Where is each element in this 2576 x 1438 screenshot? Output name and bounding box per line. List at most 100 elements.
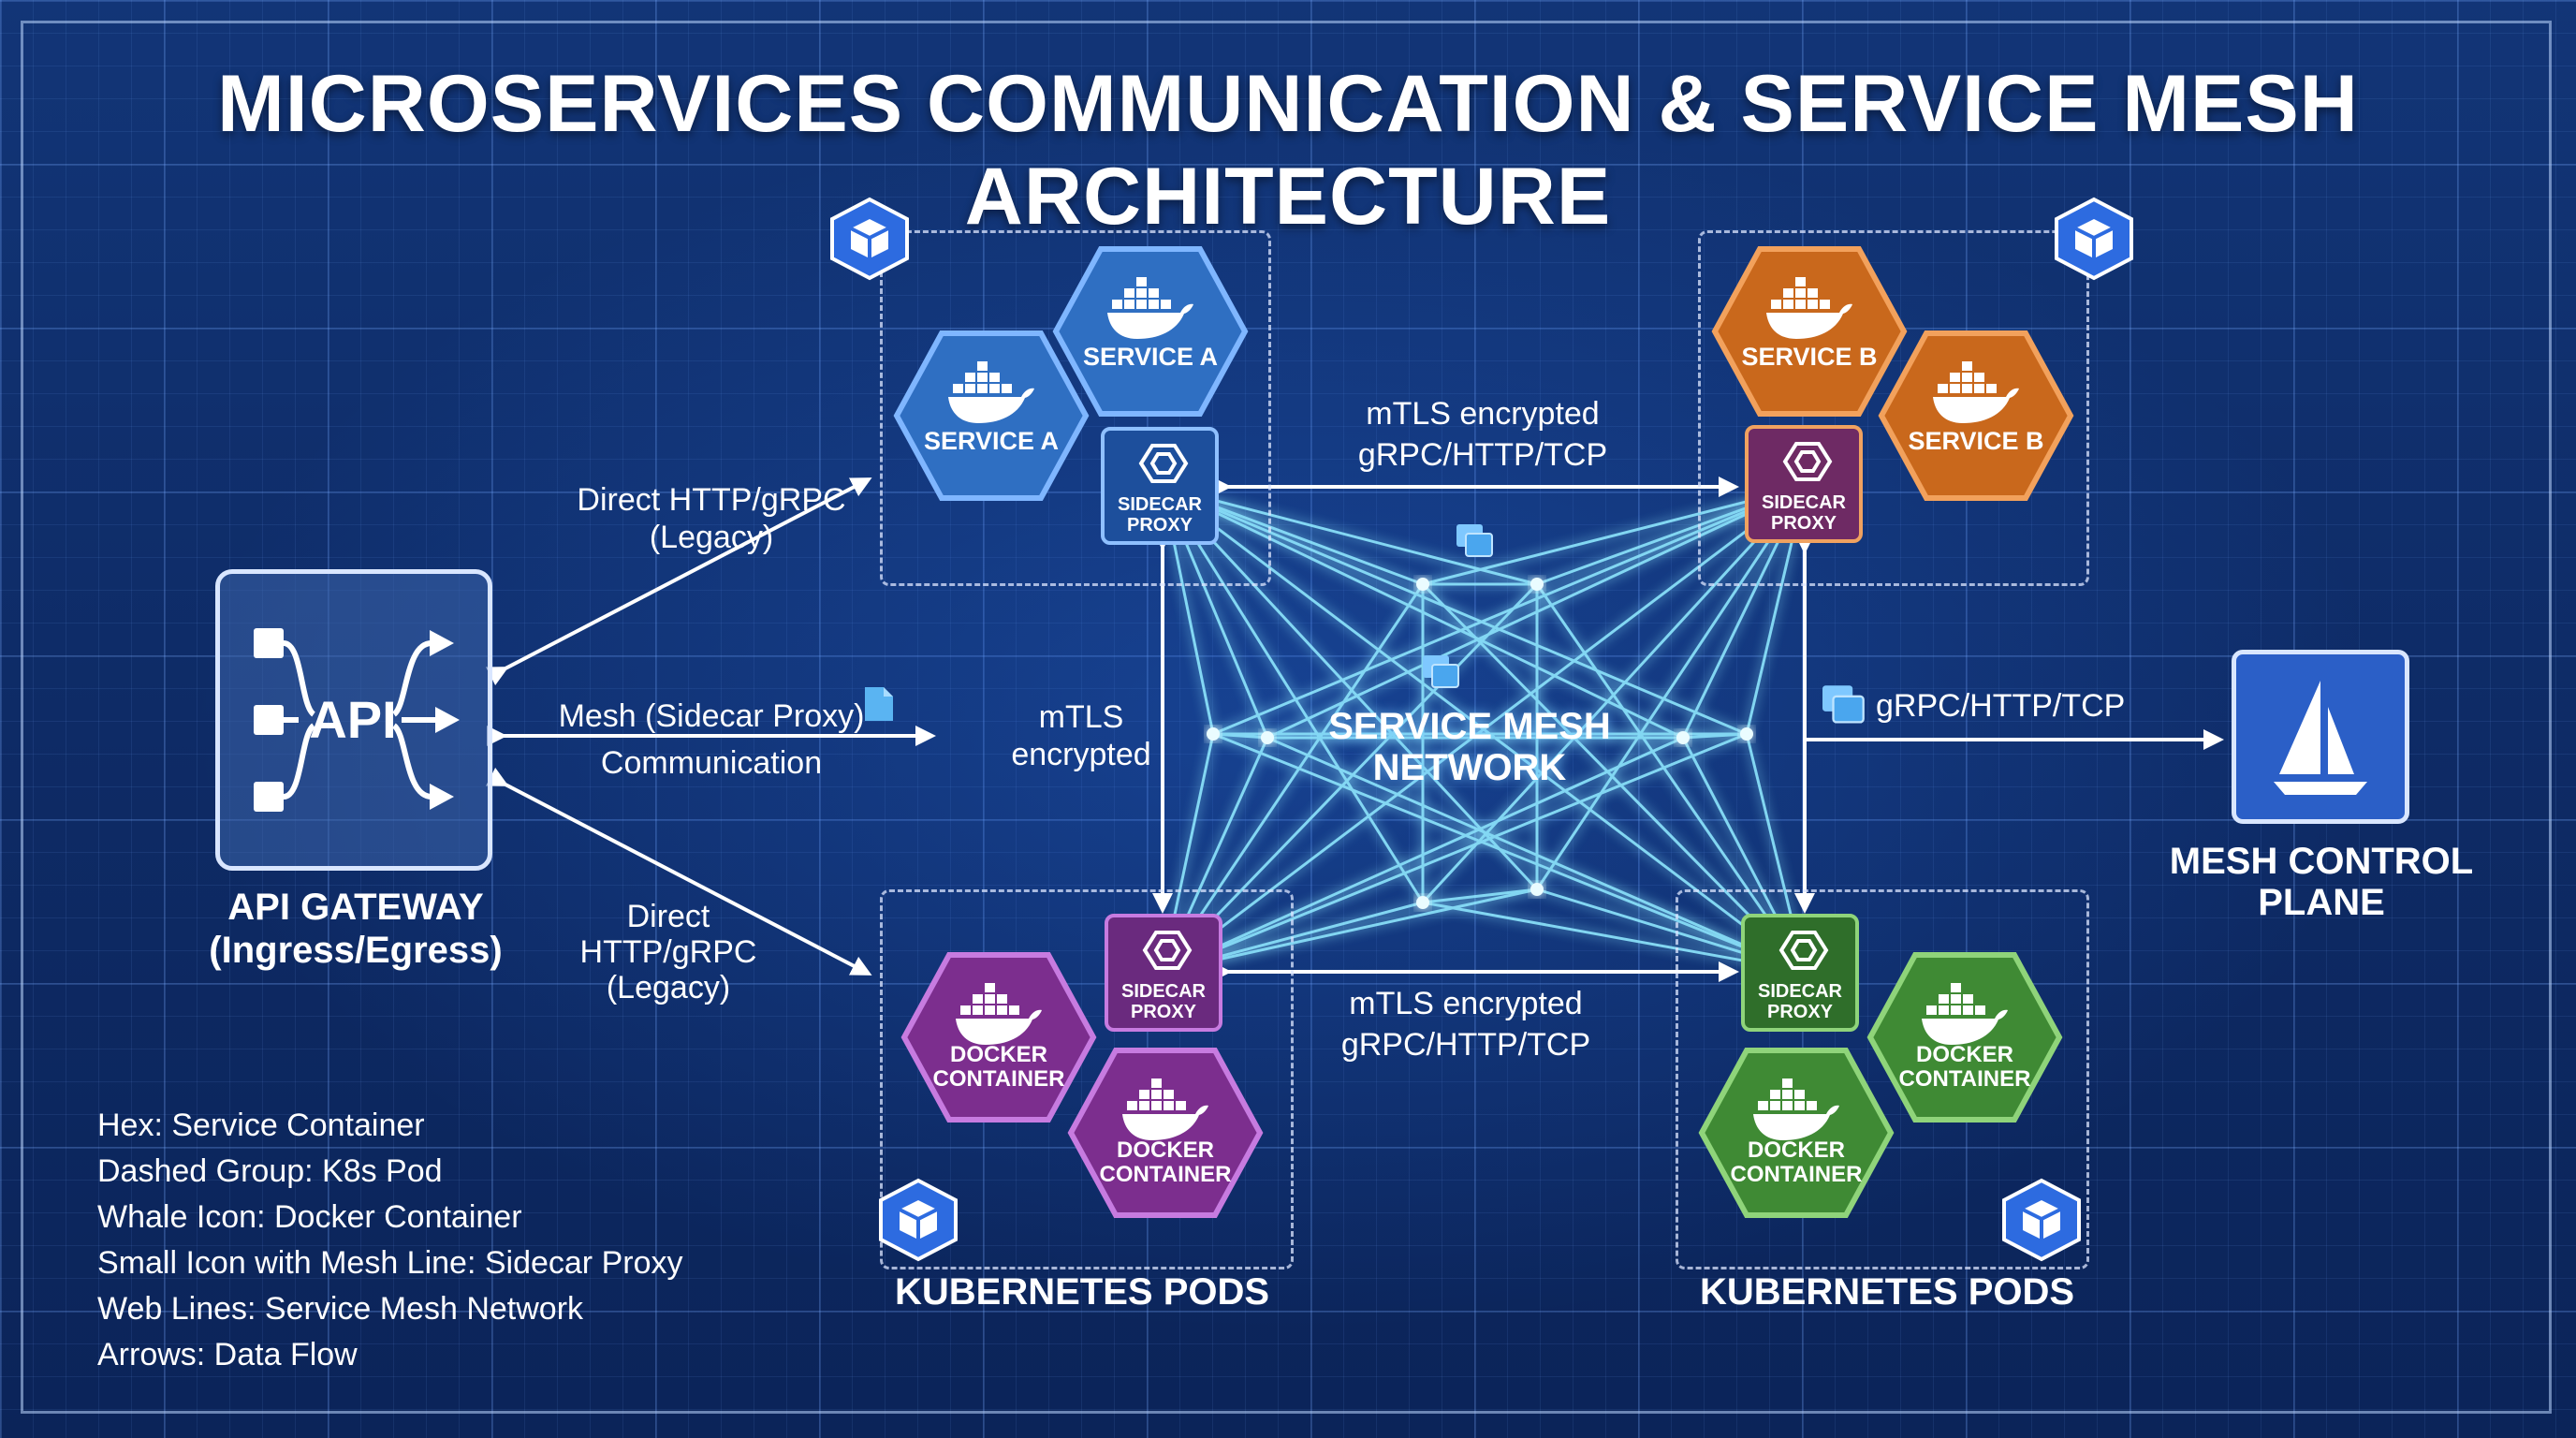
service-mesh-nodes	[1207, 578, 1753, 909]
api-gateway-icon	[254, 628, 460, 812]
sidecar-label: SIDECAR	[1761, 492, 1846, 513]
sidecar-label: PROXY	[1770, 513, 1837, 534]
mesh-web-line	[1421, 582, 1807, 974]
mesh-node	[1676, 731, 1690, 744]
hex-label: DOCKER	[1747, 1137, 1845, 1163]
service-a-hex: SERVICE A	[1052, 245, 1249, 418]
hex-label: SERVICE A	[923, 427, 1060, 455]
legend-item: Whale Icon: Docker Container	[97, 1199, 522, 1235]
mesh-web-line	[1535, 583, 1807, 973]
mesh-web-line	[1212, 732, 1806, 974]
legend-item: Arrows: Data Flow	[97, 1337, 358, 1372]
kubernetes-icon	[2002, 1178, 2081, 1262]
mesh-node	[1740, 727, 1753, 741]
service-a-hex: SERVICE A	[893, 330, 1090, 502]
mesh-web-line	[1162, 888, 1538, 974]
docker-whale-icon	[1933, 361, 2019, 423]
proxy-icon	[1782, 442, 1833, 481]
label-line: (Legacy)	[606, 970, 731, 1005]
hex-label: SERVICE A	[1082, 343, 1219, 371]
label-line: Mesh (Sidecar Proxy)	[558, 698, 865, 734]
hex-label: SERVICE B	[1741, 343, 1878, 371]
mesh-node	[1530, 883, 1544, 896]
label-line: mTLS	[1038, 699, 1124, 735]
mesh-control-plane-box	[2232, 650, 2409, 824]
sailboat-icon	[2274, 681, 2367, 795]
mesh-web-line	[1422, 888, 1538, 904]
legend-item: Web Lines: Service Mesh Network	[97, 1291, 584, 1327]
pod-bottom-right	[1676, 889, 2089, 1269]
label-line: Communication	[600, 745, 823, 781]
service-b-hex: SERVICE B	[1711, 245, 1908, 418]
mesh-label-line: SERVICE MESH	[1328, 706, 1611, 747]
service-b-hex: SERVICE B	[1878, 330, 2074, 502]
hex-label: DOCKER	[949, 1042, 1047, 1067]
sidecar-label: PROXY	[1126, 515, 1193, 536]
docker-whale-icon	[1766, 277, 1852, 339]
sidecar-label: PROXY	[1130, 1002, 1197, 1022]
copy-icon	[1456, 524, 1493, 557]
copy-icon	[1822, 685, 1865, 724]
caption-line: (Ingress/Egress)	[209, 930, 503, 971]
api-gateway-caption: API GATEWAY(Ingress/Egress)	[168, 886, 543, 972]
docker-whale-icon	[948, 361, 1034, 423]
pod-top-right	[1698, 230, 2089, 586]
arrow-gateway-to-docker	[485, 767, 872, 976]
legend-item: Small Icon with Mesh Line: Sidecar Proxy	[97, 1245, 683, 1281]
mesh-web-line	[1212, 485, 1806, 736]
pod-top-left	[880, 230, 1271, 586]
mesh-communication-label: Mesh (Sidecar Proxy) Communication	[524, 693, 899, 786]
pod-caption: KUBERNETES PODS	[1700, 1271, 2075, 1313]
docker-whale-icon	[1753, 1078, 1839, 1140]
document-icon	[865, 687, 893, 721]
kubernetes-icon	[2055, 197, 2133, 281]
label-line: mTLS encrypted	[1366, 396, 1600, 432]
api-gateway-box: API	[215, 569, 492, 871]
label-line: Direct HTTP/gRPC	[577, 482, 846, 518]
proxy-icon	[1138, 444, 1189, 483]
service-mesh-web	[1161, 485, 1807, 974]
mesh-web-line	[1162, 485, 1538, 586]
hex-label: SERVICE B	[1908, 427, 2044, 455]
api-gateway-icon-text: API	[309, 690, 397, 749]
mesh-node	[1530, 578, 1544, 591]
docker-whale-icon	[1107, 277, 1193, 339]
diagram-title: MICROSERVICES COMMUNICATION & SERVICE ME…	[217, 59, 2359, 242]
mesh-node	[1416, 578, 1429, 591]
hex-label: CONTAINER	[1099, 1162, 1232, 1187]
legend: Hex: Service Container Dashed Group: K8s…	[97, 1103, 682, 1378]
mesh-web-line	[1535, 486, 1807, 890]
label-line: HTTP/gRPC	[579, 934, 757, 970]
hex-label: CONTAINER	[1730, 1162, 1863, 1187]
mesh-web-line	[1422, 485, 1806, 586]
label-line: Direct	[626, 899, 710, 934]
mesh-web-line	[1161, 486, 1425, 903]
docker-whale-icon	[1922, 983, 2008, 1045]
caption-line: PLANE	[2258, 882, 2385, 923]
label-line: (Legacy)	[649, 520, 774, 555]
mesh-web-line	[1161, 583, 1425, 973]
mesh-web-line	[1161, 485, 1539, 891]
label-line: encrypted	[1011, 737, 1151, 772]
mesh-node	[1261, 731, 1274, 744]
sidecar-label: SIDECAR	[1757, 981, 1842, 1002]
sidecar-label: PROXY	[1766, 1002, 1834, 1022]
hex-label: DOCKER	[1915, 1042, 2013, 1067]
proxy-icon	[1778, 931, 1829, 970]
mesh-web-line	[1161, 582, 1539, 974]
label-line: mTLS encrypted	[1349, 986, 1583, 1021]
control-link-label: gRPC/HTTP/TCP	[1876, 688, 2126, 724]
copy-icon	[1423, 655, 1459, 688]
